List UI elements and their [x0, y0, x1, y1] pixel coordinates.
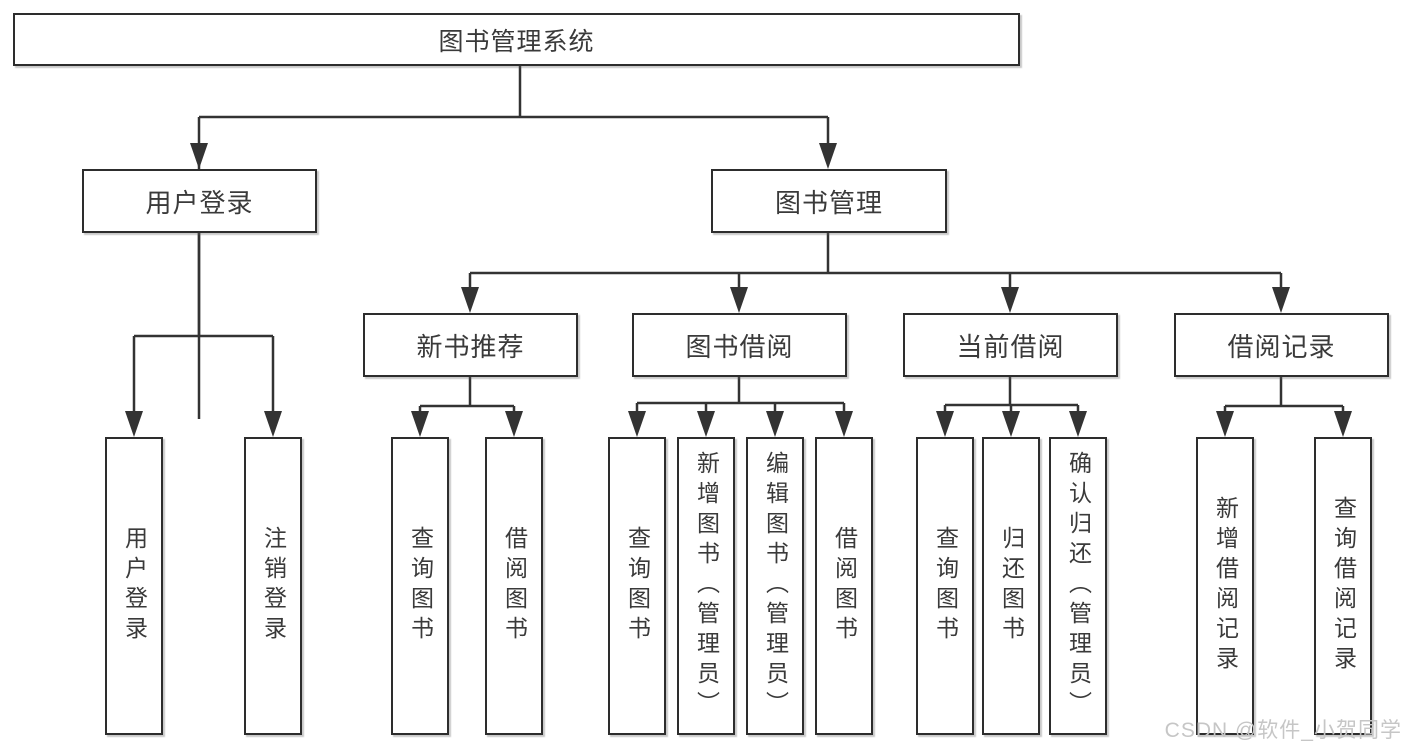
leaf-bb-edit-books-admin: 编辑图书（管理员）: [746, 437, 804, 735]
arrowhead-br-query: [1334, 411, 1352, 437]
node-user-login: 用户登录: [82, 169, 317, 233]
connector-user-login: [132, 233, 275, 419]
arrowhead-new-book-recommend: [461, 287, 479, 313]
node-label: 用户登录: [121, 526, 148, 646]
arrowhead-bb-add: [697, 411, 715, 437]
leaf-nb-query-books: 查询图书: [391, 437, 449, 735]
node-book-management: 图书管理: [711, 169, 947, 233]
leaf-nb-borrow-books: 借阅图书: [485, 437, 543, 735]
node-label: 借阅记录: [1227, 331, 1336, 362]
node-label: 新增借阅记录: [1212, 496, 1239, 676]
arrowhead-bb-borrow: [835, 411, 853, 437]
node-label: 借阅图书: [831, 526, 858, 646]
connector-book-borrowing: [635, 377, 846, 419]
arrowhead-book-management: [819, 143, 837, 169]
arrowhead-leaf-user-login: [125, 411, 143, 437]
csdn-watermark: CSDN @软件_小贺同学: [1164, 719, 1402, 742]
node-label: 图书管理: [774, 187, 883, 218]
node-label: 借阅图书: [501, 526, 528, 646]
leaf-cb-return-books: 归还图书: [982, 437, 1040, 735]
arrowhead-user-login: [190, 143, 208, 169]
node-label: 编辑图书（管理员）: [762, 451, 789, 721]
node-label: 当前借阅: [956, 331, 1065, 362]
arrowhead-br-add: [1216, 411, 1234, 437]
node-label: 查询借阅记录: [1330, 496, 1357, 676]
node-label: 查询图书: [932, 526, 959, 646]
node-label: 用户登录: [145, 187, 254, 218]
arrowhead-nb-borrow: [505, 411, 523, 437]
arrowhead-current-borrowing: [1001, 287, 1019, 313]
arrowhead-cb-return: [1002, 411, 1020, 437]
leaf-cb-query-books: 查询图书: [916, 437, 974, 735]
node-label: 归还图书: [998, 526, 1025, 646]
node-current-borrowing: 当前借阅: [903, 313, 1118, 377]
connector-root: [197, 66, 830, 419]
leaf-user-login: 用户登录: [105, 437, 163, 735]
node-label: 新增图书（管理员）: [693, 451, 720, 721]
node-label: 注销登录: [260, 526, 287, 646]
leaf-bb-query-books: 查询图书: [608, 437, 666, 735]
node-label: 查询图书: [624, 526, 651, 646]
leaf-bb-add-books-admin: 新增图书（管理员）: [677, 437, 735, 735]
leaf-logout: 注销登录: [244, 437, 302, 735]
arrowhead-cb-confirm: [1069, 411, 1087, 437]
node-label: 图书管理系统: [438, 27, 595, 56]
arrowhead-leaf-logout: [264, 411, 282, 437]
leaf-bb-borrow-books: 借阅图书: [815, 437, 873, 735]
node-borrowing-records: 借阅记录: [1174, 313, 1389, 377]
leaf-br-query-record: 查询借阅记录: [1314, 437, 1372, 735]
arrowhead-borrowing-records: [1272, 287, 1290, 313]
connector-book-management: [468, 233, 1283, 295]
leaf-br-add-record: 新增借阅记录: [1196, 437, 1254, 735]
arrowhead-nb-query: [411, 411, 429, 437]
arrowhead-cb-query: [936, 411, 954, 437]
arrowhead-bb-edit: [766, 411, 784, 437]
leaf-cb-confirm-return-admin: 确认归还（管理员）: [1049, 437, 1107, 735]
node-label: 新书推荐: [416, 331, 525, 362]
node-label: 确认归还（管理员）: [1065, 451, 1092, 721]
node-book-borrowing: 图书借阅: [632, 313, 847, 377]
arrowhead-bb-query: [628, 411, 646, 437]
node-label: 查询图书: [407, 526, 434, 646]
node-book-management-system: 图书管理系统: [13, 13, 1020, 66]
arrowhead-book-borrowing: [730, 287, 748, 313]
connector-borrowing-records: [1223, 377, 1345, 419]
node-label: 图书借阅: [685, 331, 794, 362]
connector-new-book-recommend: [418, 377, 516, 419]
node-new-book-recommend: 新书推荐: [363, 313, 578, 377]
